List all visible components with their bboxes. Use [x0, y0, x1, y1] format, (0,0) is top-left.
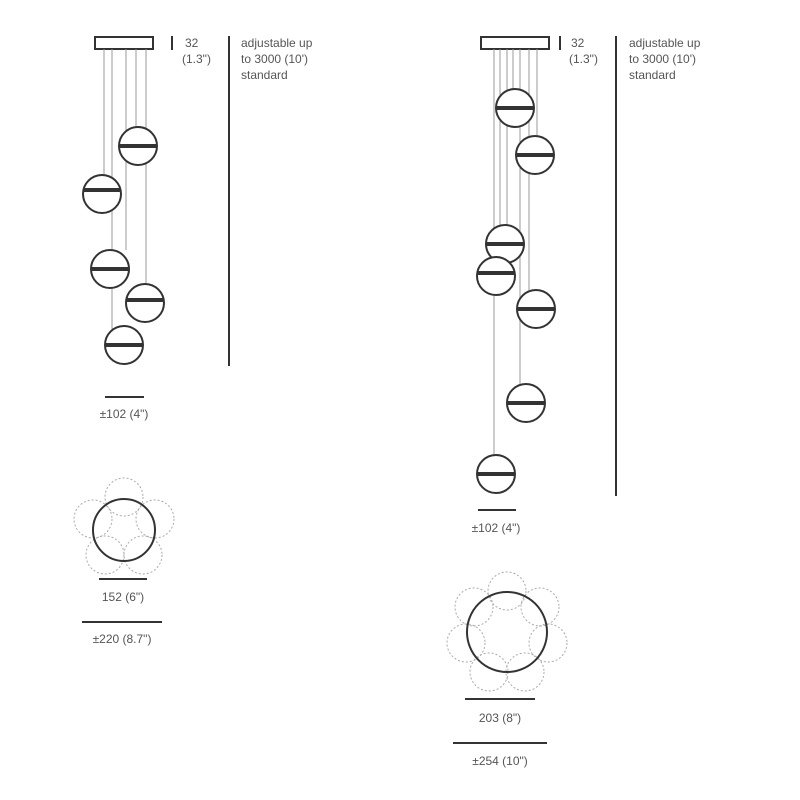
left-canopy-height-mm: 32 [185, 36, 199, 50]
left-canopy-height-in: (1.3") [182, 52, 211, 66]
right-pendant-elevation [476, 36, 617, 511]
left-canopy-diameter-label: 152 (6") [101, 590, 145, 604]
globe [82, 174, 122, 214]
left-drop-note-line-1: adjustable up [241, 36, 313, 50]
globe [125, 283, 165, 323]
left-shade-width-label: ±102 (4") [99, 407, 149, 421]
globe [515, 135, 555, 175]
globe [90, 249, 130, 289]
globe [506, 383, 546, 423]
globe [495, 88, 535, 128]
globe [516, 289, 556, 329]
right-globes [476, 88, 556, 494]
left-globes [82, 126, 165, 365]
left-canopy [94, 36, 154, 50]
right-spread-diameter-label: ±254 (10") [472, 754, 528, 768]
left-spread-diameter-label: ±220 (8.7") [92, 632, 152, 646]
right-shade-width-label: ±102 (4") [471, 521, 521, 535]
right-plan-canopy [466, 591, 548, 673]
right-canopy-height-mm: 32 [571, 36, 585, 50]
left-pendant-elevation [82, 36, 230, 398]
globe [118, 126, 158, 166]
globe [476, 256, 516, 296]
right-drop-note-line-1: adjustable up [629, 36, 701, 50]
globe [476, 454, 516, 494]
left-drop-note-line-2: to 3000 (10') [241, 52, 309, 66]
globe [104, 325, 144, 365]
right-pendant-plan [446, 571, 568, 744]
right-canopy-height-in: (1.3") [569, 52, 598, 66]
left-pendant-plan [73, 477, 175, 623]
right-drop-note-line-3: standard [629, 68, 676, 82]
left-plan-canopy [92, 498, 156, 562]
right-plan-dotted-globes [446, 571, 568, 692]
right-canopy [480, 36, 550, 50]
left-plan-dotted-globes [73, 477, 175, 575]
right-drop-note-line-2: to 3000 (10') [629, 52, 697, 66]
right-canopy-diameter-label: 203 (8") [478, 711, 522, 725]
left-drop-note-line-3: standard [241, 68, 288, 82]
